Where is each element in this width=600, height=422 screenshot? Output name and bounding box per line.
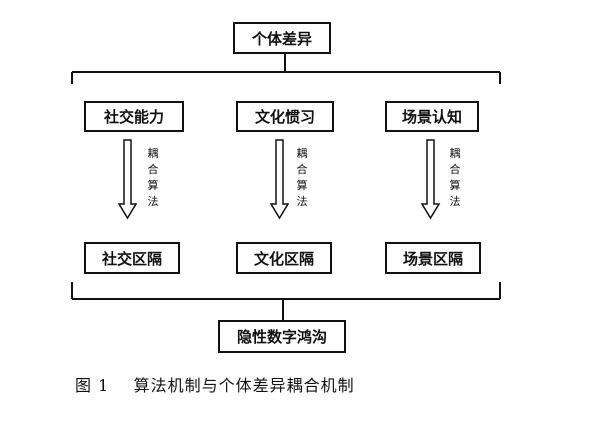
arrow-down-icon <box>420 139 441 220</box>
bottom-brace <box>71 282 501 320</box>
individual-difference-node: 个体差异 <box>233 22 331 54</box>
capability-node-scene: 场景认知 <box>385 101 479 132</box>
coupling-algorithm-label: 耦合算法 <box>296 147 308 208</box>
hidden-digital-divide-node: 隐性数字鸿沟 <box>218 320 346 353</box>
arrow-down-icon <box>269 139 290 220</box>
arrow-down-icon <box>117 139 138 220</box>
gap-node-social: 社交区隔 <box>84 242 180 274</box>
coupling-algorithm-label: 耦合算法 <box>449 147 461 208</box>
coupling-algorithm-label: 耦合算法 <box>147 147 159 208</box>
gap-node-scene: 场景区隔 <box>385 242 481 274</box>
gap-node-culture: 文化区隔 <box>236 242 332 274</box>
capability-node-social: 社交能力 <box>84 101 184 132</box>
top-brace <box>71 54 501 84</box>
capability-node-culture: 文化惯习 <box>236 101 334 132</box>
figure-caption: 图 1 算法机制与个体差异耦合机制 <box>75 376 355 395</box>
